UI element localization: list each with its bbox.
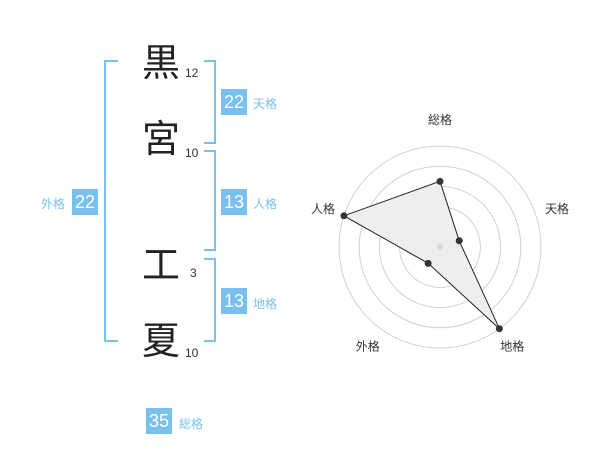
jinkaku-bracket <box>204 150 216 251</box>
jinkaku-score: 13 <box>221 189 247 215</box>
radar-point <box>436 177 444 185</box>
name-char-3: 工 <box>142 243 181 287</box>
stroke-count-2: 10 <box>185 146 199 160</box>
radar-axis-label: 人格 <box>311 201 335 216</box>
gaikaku-bracket <box>104 60 118 342</box>
radar-axis-label: 外格 <box>356 339 380 354</box>
name-char-2: 宮 <box>142 117 181 161</box>
radar-axis-label: 総格 <box>428 112 452 127</box>
chikaku-score: 13 <box>221 288 247 314</box>
radar-ring <box>338 145 542 349</box>
radar-ring <box>419 226 461 268</box>
soukaku-label: 総格 <box>179 417 204 431</box>
radar-point <box>495 325 503 333</box>
radar-ring <box>399 206 481 288</box>
chikaku-bracket <box>204 258 216 342</box>
radar-point <box>455 237 463 245</box>
radar-point <box>340 212 348 220</box>
radar-points <box>340 177 503 333</box>
gaikaku-score: 22 <box>72 189 98 215</box>
stroke-count-4: 10 <box>185 346 199 360</box>
stroke-count-3: 3 <box>190 266 197 280</box>
gaikaku-label: 外格 <box>41 197 66 211</box>
name-char-4: 夏 <box>142 319 181 363</box>
stroke-count-1: 12 <box>185 66 199 80</box>
radar-point <box>424 259 432 267</box>
soukaku-score: 35 <box>146 408 172 434</box>
tenkaku-bracket <box>204 60 216 144</box>
radar-ring <box>358 165 522 329</box>
radar-center-dot <box>437 244 443 250</box>
radar-axis-label: 地格 <box>500 339 524 354</box>
tenkaku-label: 天格 <box>253 97 278 111</box>
radar-grid <box>338 145 542 349</box>
radar-polygon <box>342 180 500 330</box>
radar-axis-label: 天格 <box>545 201 569 216</box>
name-char-1: 黒 <box>142 41 181 85</box>
jinkaku-label: 人格 <box>253 197 278 211</box>
radar-ring <box>378 185 502 309</box>
chikaku-label: 地格 <box>253 297 278 311</box>
tenkaku-score: 22 <box>221 89 247 115</box>
